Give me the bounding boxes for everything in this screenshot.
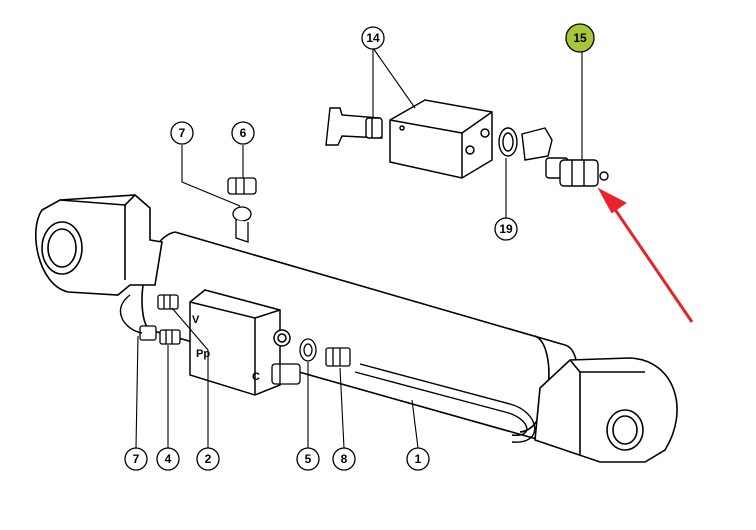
svg-text:7: 7 bbox=[133, 452, 140, 466]
seal-19 bbox=[498, 127, 518, 157]
fitting-7-lower bbox=[139, 325, 157, 341]
callout-19: 19 bbox=[494, 217, 518, 241]
svg-text:19: 19 bbox=[499, 222, 513, 236]
svg-text:6: 6 bbox=[240, 126, 247, 140]
callout-7-upper: 7 bbox=[170, 121, 194, 145]
callout-8: 8 bbox=[332, 447, 356, 471]
callout-1: 1 bbox=[406, 447, 430, 471]
clevis-eye-left bbox=[35, 194, 163, 296]
callout-5: 5 bbox=[296, 447, 320, 471]
svg-text:5: 5 bbox=[305, 452, 312, 466]
valve-block-14 bbox=[389, 99, 493, 179]
port-label-c: C bbox=[252, 371, 260, 383]
fitting-4 bbox=[159, 329, 181, 345]
fitting-2 bbox=[157, 294, 179, 310]
external-tube bbox=[354, 363, 536, 443]
rod-end-right bbox=[534, 357, 678, 463]
highlight-badge bbox=[565, 23, 595, 53]
washer-5 bbox=[299, 338, 317, 362]
callout-7-lower: 7 bbox=[124, 447, 148, 471]
callout-4: 4 bbox=[156, 447, 180, 471]
callout-2: 2 bbox=[196, 447, 220, 471]
svg-text:7: 7 bbox=[179, 126, 186, 140]
callout-14: 14 bbox=[361, 26, 385, 50]
fitting-6 bbox=[227, 177, 257, 195]
port-label-pp: Pp bbox=[196, 348, 210, 360]
cartridge-14 bbox=[325, 107, 383, 146]
fitting-7-upper bbox=[232, 206, 252, 243]
svg-text:14: 14 bbox=[366, 31, 380, 45]
svg-text:1: 1 bbox=[415, 452, 422, 466]
port-label-v: V bbox=[192, 314, 200, 326]
callout-15: 15 bbox=[565, 23, 595, 53]
bleed-hose bbox=[119, 294, 143, 334]
callout-6: 6 bbox=[231, 121, 255, 145]
svg-text:8: 8 bbox=[341, 452, 348, 466]
plug-c bbox=[271, 363, 301, 385]
fitting-8 bbox=[325, 347, 351, 367]
svg-text:4: 4 bbox=[165, 452, 172, 466]
leader-lines bbox=[135, 47, 583, 449]
svg-text:15: 15 bbox=[573, 31, 587, 45]
sensor-15 bbox=[559, 159, 609, 187]
red-pointer-arrow bbox=[597, 187, 694, 323]
svg-text:2: 2 bbox=[205, 452, 212, 466]
